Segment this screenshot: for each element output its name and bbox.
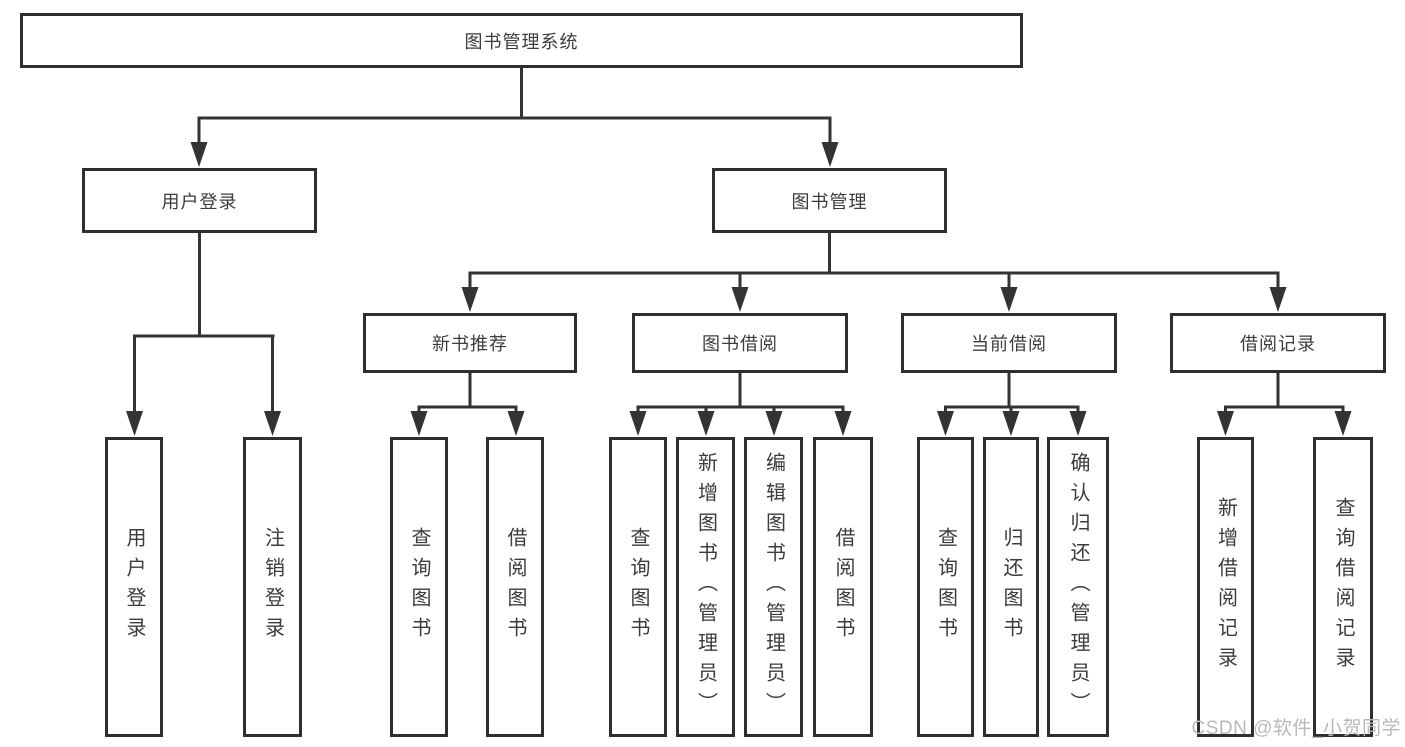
node-new-book-recommend: 新书推荐	[363, 313, 577, 373]
leaf-confirm-return-admin: 确认归还（管理员）	[1047, 437, 1109, 737]
leaf-add-borrow-record: 新增借阅记录	[1197, 437, 1254, 737]
leaf-query-borrow-record: 查询借阅记录	[1313, 437, 1373, 737]
leaf-query-books-borrow: 查询图书	[609, 437, 667, 737]
node-user-login: 用户登录	[82, 168, 317, 233]
node-root: 图书管理系统	[20, 13, 1023, 68]
leaf-add-books-admin: 新增图书（管理员）	[676, 437, 735, 737]
leaf-borrow-books-recommend: 借阅图书	[486, 437, 544, 737]
leaf-borrow-books: 借阅图书	[813, 437, 873, 737]
leaf-user-login: 用户登录	[105, 437, 163, 737]
watermark: CSDN @软件_小贺同学	[1191, 718, 1401, 739]
arrowheads	[126, 142, 1352, 436]
leaf-edit-books-admin: 编辑图书（管理员）	[744, 437, 803, 737]
node-current-borrow: 当前借阅	[901, 313, 1117, 373]
node-borrow-records: 借阅记录	[1170, 313, 1386, 373]
leaf-return-books: 归还图书	[983, 437, 1039, 737]
leaf-query-books-current: 查询图书	[917, 437, 974, 737]
leaf-query-books-recommend: 查询图书	[390, 437, 448, 737]
node-book-borrow: 图书借阅	[632, 313, 848, 373]
node-book-management: 图书管理	[712, 168, 947, 233]
leaf-logout: 注销登录	[243, 437, 302, 737]
